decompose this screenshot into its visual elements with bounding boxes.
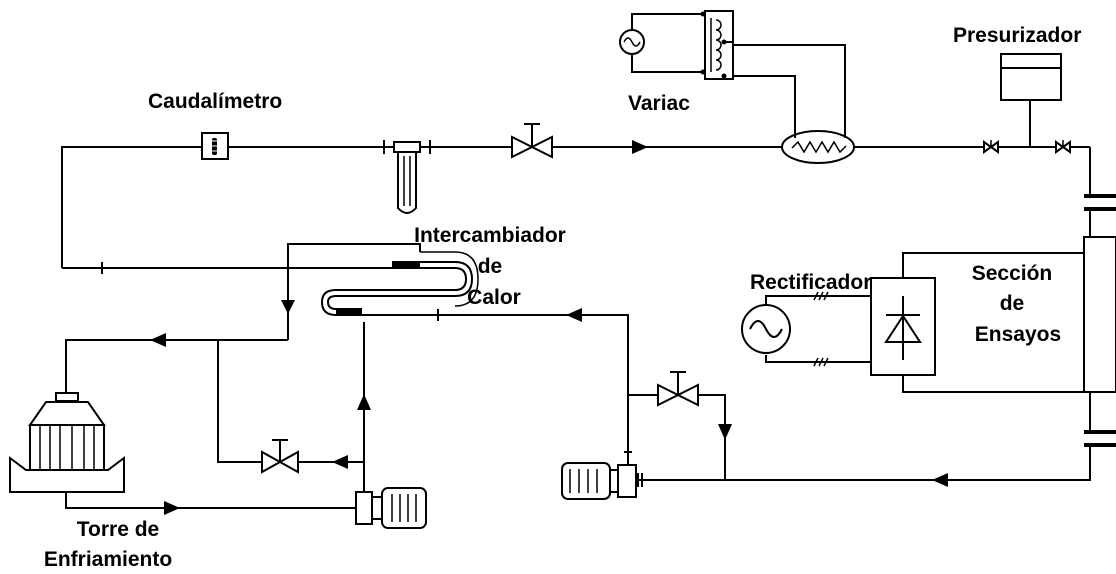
variac-label: Variac: [628, 92, 690, 115]
pressurizer-tank: [1000, 53, 1062, 101]
rectifier: [741, 277, 936, 376]
rectifier-label: Rectificador: [750, 271, 871, 294]
hx-fitting: [392, 262, 420, 268]
valve-main: [511, 123, 553, 159]
flow-arrow: [332, 455, 348, 469]
main-supply-line: [61, 146, 1090, 268]
bypass-line-left: [627, 394, 660, 475]
variac: [619, 10, 734, 80]
test-section-label-3: Ensayos: [975, 323, 1061, 346]
heat-exchanger-label-2: de: [478, 255, 503, 278]
tower-outlet-line: [65, 492, 356, 509]
variac-body: [704, 10, 734, 80]
flow-arrow: [566, 308, 582, 322]
test-section-label-2: de: [1000, 292, 1025, 315]
valve-small-2: [1055, 140, 1071, 154]
test-section-label-1: Sección: [972, 262, 1053, 285]
hx-coil-outer: [320, 267, 468, 316]
hx-fitting: [336, 309, 362, 315]
tower-fan: [55, 392, 79, 402]
pump-head: [617, 464, 637, 498]
pump-head: [355, 491, 373, 525]
pump-motor: [381, 487, 427, 529]
flowmeter-label: Caudalímetro: [148, 90, 282, 113]
return-line: [635, 445, 1091, 481]
pump-motor: [561, 462, 611, 500]
bypass-line-right: [696, 394, 726, 480]
test-section: [902, 236, 1116, 393]
flow-arrow: [281, 300, 295, 314]
pressurizer-label: Presurizador: [953, 24, 1081, 47]
flowmeter: [201, 132, 229, 160]
flow-arrow: [164, 501, 180, 515]
filter: [383, 140, 431, 214]
rectifier-lead: [902, 252, 1084, 278]
preheater: [724, 44, 855, 164]
piping: [61, 146, 1116, 509]
cooling-pump: [355, 487, 427, 529]
labels: Caudalímetro Variac Presurizador Interca…: [44, 24, 1082, 571]
flow-arrows: [150, 140, 948, 515]
hx-outlet-line: [287, 243, 421, 340]
valve-small-1: [983, 140, 999, 154]
flow-arrow: [632, 140, 648, 154]
tower-inlet-line: [65, 339, 218, 393]
flow-arrow: [357, 394, 371, 410]
cooling-tower-label-2: Enfriamiento: [44, 548, 172, 571]
valve-cooling: [261, 439, 299, 474]
tower-basin: [9, 456, 125, 493]
cooling-tower-label-1: Torre de: [77, 518, 159, 541]
filter-head: [393, 141, 421, 153]
test-section-body: [1083, 236, 1116, 393]
flow-arrow: [932, 473, 948, 487]
variac-lead: [724, 75, 796, 138]
main-pump: [561, 462, 637, 500]
heat-exchanger-label-1: Intercambiador: [414, 224, 566, 247]
variac-lead: [724, 44, 846, 138]
hx-inlet-line: [362, 314, 629, 395]
cooling-bypass-left: [217, 340, 262, 463]
heat-exchanger-label-3: Calor: [467, 286, 521, 309]
pressurizer: [1000, 53, 1062, 147]
heat-exchanger: [320, 251, 479, 316]
cooling-tower: [9, 392, 125, 493]
tower-top: [28, 401, 106, 426]
flow-arrow: [718, 424, 732, 440]
heater-body: [781, 130, 855, 164]
rectifier-lead: [902, 375, 1084, 393]
valve-bypass: [657, 371, 699, 407]
filter-bowl: [397, 151, 417, 214]
hx-coil-inner: [326, 261, 474, 310]
rectifier-supply: [765, 355, 871, 363]
flow-arrow: [150, 333, 166, 347]
